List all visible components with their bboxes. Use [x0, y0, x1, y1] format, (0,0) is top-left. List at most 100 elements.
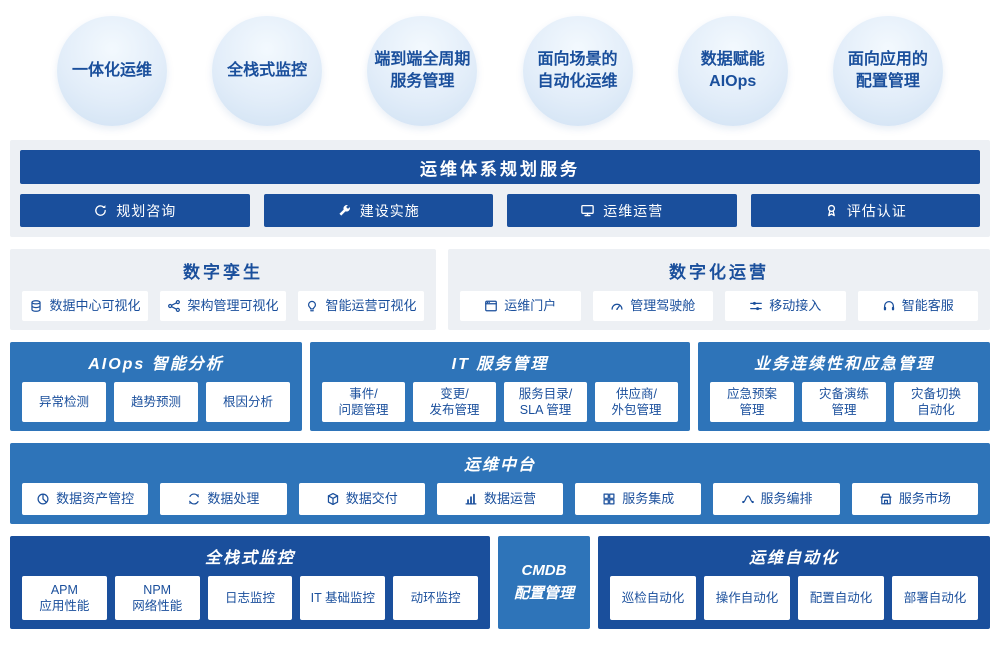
trend-prediction-chip: 趋势预测 [114, 382, 198, 422]
itsm-title: IT 服务管理 [451, 356, 549, 373]
wrench-icon [337, 203, 352, 218]
apm-app-performance-chip: APM 应用性能 [22, 576, 107, 620]
inspection-automation-chip: 巡检自动化 [610, 576, 696, 620]
aiops-section: AIOps 智能分析 异常检测 趋势预测 根因分析 [10, 342, 302, 431]
ops-portal-chip: 运维门户 [460, 291, 581, 321]
mobile-access-chip: 移动接入 [725, 291, 846, 321]
full-stack-monitoring-section: 全栈式监控 APM 应用性能 NPM 网络性能 日志监控 IT 基础监控 动环监… [10, 536, 490, 629]
bar-chart-icon [464, 492, 478, 506]
sliders-icon [749, 299, 763, 313]
pie-chart-icon [36, 492, 50, 506]
flow-icon [741, 492, 755, 506]
aiops-title: AIOps 智能分析 [88, 356, 224, 373]
intelligent-customer-service-chip: 智能客服 [857, 291, 978, 321]
planning-items-row: 规划咨询 建设实施 运维运营 评估认证 [20, 194, 980, 227]
data-delivery-chip: 数据交付 [298, 483, 425, 515]
management-cockpit-chip: 管理驾驶舱 [592, 291, 713, 321]
medal-icon [824, 203, 839, 218]
ops-automation-title: 运维自动化 [748, 550, 839, 567]
operation-automation-chip: 操作自动化 [704, 576, 790, 620]
full-stack-monitoring-title: 全栈式监控 [204, 550, 295, 567]
architecture-visualization-chip: 架构管理可视化 [160, 291, 286, 321]
digital-operation-items: 运维门户 管理驾驶舱 移动接入 智能客服 [460, 291, 978, 321]
automation-items: 巡检自动化 操作自动化 配置自动化 部署自动化 [610, 576, 978, 620]
digital-row: 数字孪生 数据中心可视化 架构管理可视化 智能运营可视化 数字化运营 [10, 249, 990, 330]
service-integration-chip: 服务集成 [575, 483, 702, 515]
ops-operation-chip: 运维运营 [507, 194, 737, 227]
digital-operation-title: 数字化运营 [669, 263, 769, 282]
badge-app-config-management: 面向应用的 配置管理 [832, 16, 943, 126]
badge-label: 端到端全周期 服务管理 [374, 50, 471, 90]
chip-label: 规划咨询 [116, 202, 177, 219]
database-icon [29, 299, 43, 313]
service-marketplace-chip: 服务市场 [851, 483, 978, 515]
continuity-items: 应急预案 管理 灾备演练 管理 灾备切换 自动化 [710, 382, 978, 422]
headset-icon [882, 299, 896, 313]
itsm-section: IT 服务管理 事件/ 问题管理 变更/ 发布管理 服务目录/ SLA 管理 供… [310, 342, 690, 431]
gauge-icon [610, 299, 624, 313]
badge-label: 全栈式监控 [227, 61, 308, 79]
it-infrastructure-monitoring-chip: IT 基础监控 [300, 576, 386, 620]
planning-section: 运维体系规划服务 规划咨询 建设实施 运维运营 评估认证 [10, 140, 990, 237]
dr-drill-management-chip: 灾备演练 管理 [802, 382, 886, 422]
top-badges-row: 一体化运维 全栈式监控 端到端全周期 服务管理 面向场景的 自动化运维 数据赋能… [57, 16, 943, 126]
ops-platform-items: 数据资产管控 数据处理 数据交付 数据运营 服务集成 服务编排 [22, 483, 978, 515]
store-icon [879, 492, 893, 506]
bulb-icon [305, 299, 319, 313]
monitor-icon [580, 203, 595, 218]
data-asset-governance-chip: 数据资产管控 [22, 483, 149, 515]
chip-label: 建设实施 [359, 202, 420, 219]
chip-label: 运维运营 [603, 202, 664, 219]
anomaly-detection-chip: 异常检测 [22, 382, 106, 422]
vendor-outsourcing-chip: 供应商/ 外包管理 [595, 382, 678, 422]
badge-data-aiops: 数据赋能 AIOps [677, 16, 788, 126]
sync-icon [187, 492, 201, 506]
badge-label: 面向应用的 配置管理 [847, 50, 928, 90]
planning-title: 运维体系规划服务 [20, 150, 980, 184]
incident-problem-management-chip: 事件/ 问题管理 [322, 382, 405, 422]
analysis-row: AIOps 智能分析 异常检测 趋势预测 根因分析 IT 服务管理 事件/ 问题… [10, 342, 990, 431]
badge-label: 数据赋能 AIOps [700, 50, 765, 90]
monitoring-items: APM 应用性能 NPM 网络性能 日志监控 IT 基础监控 动环监控 [22, 576, 478, 620]
refresh-icon [93, 203, 108, 218]
change-release-management-chip: 变更/ 发布管理 [413, 382, 496, 422]
continuity-section: 业务连续性和应急管理 应急预案 管理 灾备演练 管理 灾备切换 自动化 [698, 342, 990, 431]
package-icon [326, 492, 340, 506]
data-processing-chip: 数据处理 [160, 483, 287, 515]
continuity-title: 业务连续性和应急管理 [753, 356, 934, 373]
facility-monitoring-chip: 动环监控 [393, 576, 478, 620]
itsm-items: 事件/ 问题管理 变更/ 发布管理 服务目录/ SLA 管理 供应商/ 外包管理 [322, 382, 678, 422]
ops-platform-title: 运维中台 [463, 457, 536, 474]
ops-platform-section: 运维中台 数据资产管控 数据处理 数据交付 数据运营 服务集成 [10, 443, 990, 524]
cmdb-config-management-box: CMDB 配置管理 [498, 536, 590, 629]
grid-icon [602, 492, 616, 506]
evaluation-certification-chip: 评估认证 [750, 194, 980, 227]
digital-operation-section: 数字化运营 运维门户 管理驾驶舱 移动接入 智能客服 [448, 249, 990, 330]
service-catalog-sla-chip: 服务目录/ SLA 管理 [504, 382, 587, 422]
badge-label: 面向场景的 自动化运维 [537, 50, 618, 90]
dr-switch-automation-chip: 灾备切换 自动化 [894, 382, 978, 422]
badge-end-to-end-service: 端到端全周期 服务管理 [367, 16, 478, 126]
badge-integrated-ops: 一体化运维 [57, 16, 167, 126]
cmdb-label: CMDB 配置管理 [513, 562, 574, 602]
aiops-items: 异常检测 趋势预测 根因分析 [22, 382, 290, 422]
intelligent-operation-visualization-chip: 智能运营可视化 [298, 291, 424, 321]
npm-network-performance-chip: NPM 网络性能 [114, 576, 200, 620]
service-orchestration-chip: 服务编排 [713, 483, 840, 515]
badge-scenario-automation: 面向场景的 自动化运维 [522, 16, 633, 126]
digital-twin-title: 数字孪生 [183, 263, 263, 282]
ops-automation-section: 运维自动化 巡检自动化 操作自动化 配置自动化 部署自动化 [598, 536, 990, 629]
root-cause-analysis-chip: 根因分析 [206, 382, 290, 422]
topology-icon [167, 299, 181, 313]
digital-twin-section: 数字孪生 数据中心可视化 架构管理可视化 智能运营可视化 [10, 249, 436, 330]
window-icon [484, 299, 498, 313]
emergency-plan-management-chip: 应急预案 管理 [710, 382, 794, 422]
digital-twin-items: 数据中心可视化 架构管理可视化 智能运营可视化 [22, 291, 424, 321]
badge-full-stack-monitoring: 全栈式监控 [212, 16, 323, 126]
configuration-automation-chip: 配置自动化 [798, 576, 884, 620]
deployment-automation-chip: 部署自动化 [892, 576, 978, 620]
log-monitoring-chip: 日志监控 [207, 576, 293, 620]
construction-implementation-chip: 建设实施 [263, 194, 493, 227]
bottom-row: 全栈式监控 APM 应用性能 NPM 网络性能 日志监控 IT 基础监控 动环监… [10, 536, 990, 629]
